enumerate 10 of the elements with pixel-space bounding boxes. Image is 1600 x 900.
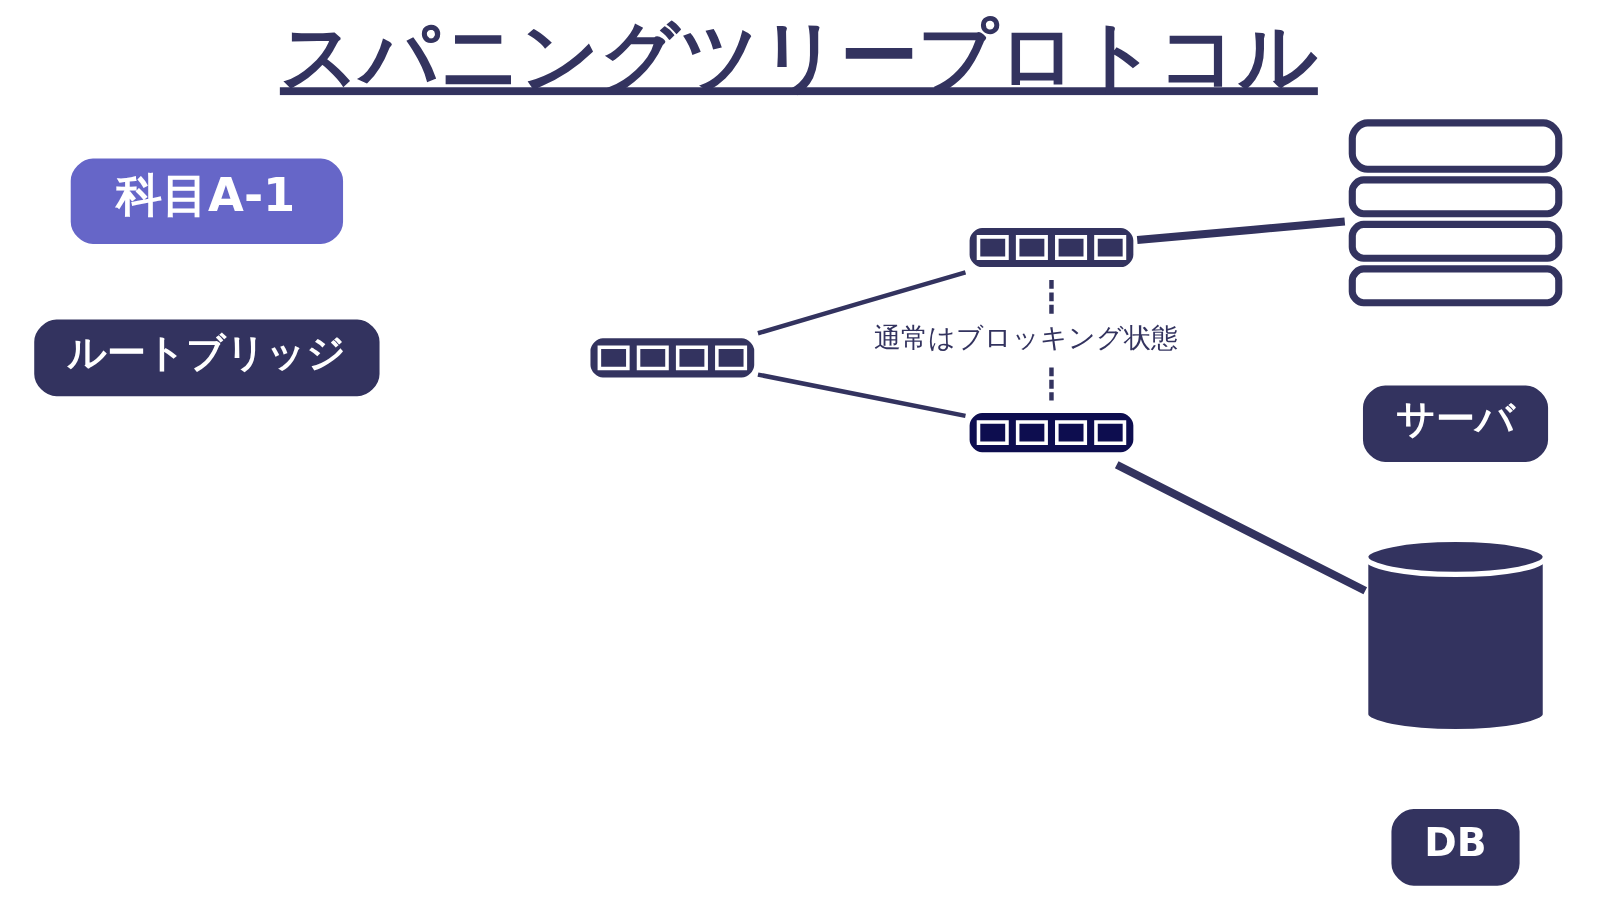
connector <box>757 372 966 419</box>
connector <box>1114 461 1367 595</box>
node-box: サーバ <box>1362 385 1548 462</box>
connector <box>756 270 966 336</box>
node-box: DB <box>1390 809 1520 886</box>
diagram-title: スパニングツリープロトコル <box>279 10 1318 102</box>
edge-label: 通常はブロッキング状態 <box>873 322 1178 354</box>
node-box: ルートブリッジ <box>33 319 380 397</box>
connector <box>1136 217 1345 245</box>
node-box: 科目A-1 <box>70 158 343 244</box>
